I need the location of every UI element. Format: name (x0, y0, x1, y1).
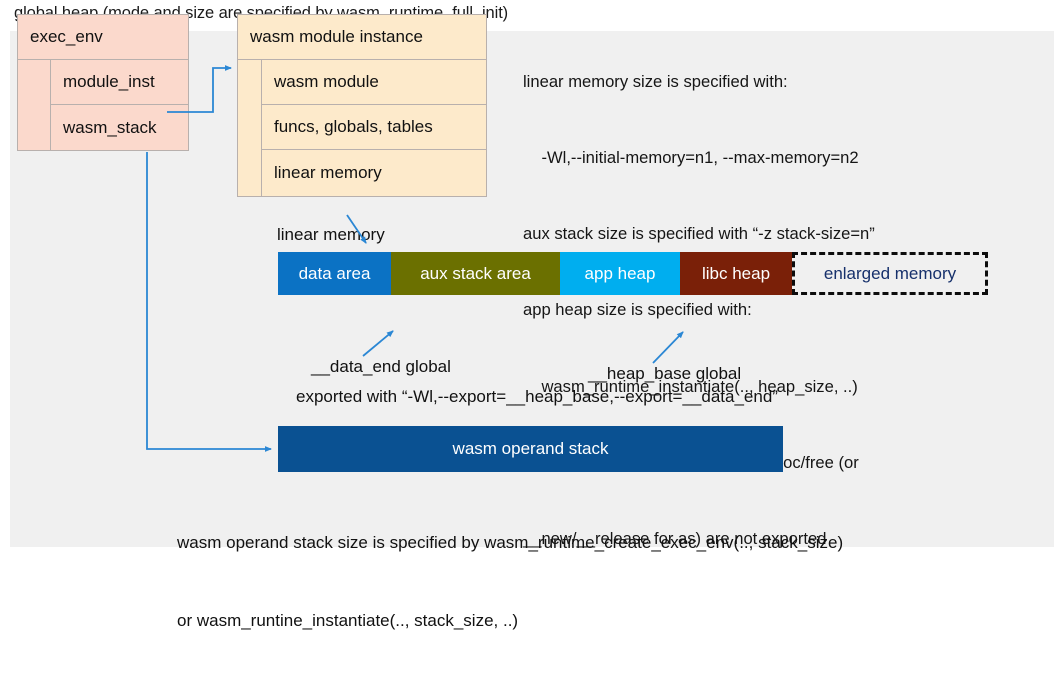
note-line: -Wl,--initial-memory=n1, --max-memory=n2 (523, 148, 859, 168)
note-line: aux stack size is specified with “-z sta… (523, 224, 875, 244)
memory-segment-app-heap: app heap (560, 252, 680, 295)
module-instance-header: wasm module instance (238, 15, 486, 60)
module-instance-fields: wasm module funcs, globals, tables linea… (238, 60, 486, 197)
memory-segment-aux-stack-area: aux stack area (391, 252, 560, 295)
note-line: wasm_runtime_instantiate(.., heap_size, … (523, 376, 858, 396)
operand-stack-note-line: or wasm_runtine_instantiate(.., stack_si… (177, 611, 519, 630)
operand-stack-notes: wasm operand stack size is specified by … (177, 478, 843, 686)
exec-env-field-wasm-stack: wasm_stack (63, 117, 157, 137)
annotation-heap-base: __heap_base global (588, 364, 742, 383)
operand-stack-note-line: wasm operand stack size is specified by … (177, 533, 844, 552)
wasm-operand-stack-box: wasm operand stack (278, 426, 783, 472)
memory-segment-libc-heap: libc heap (680, 252, 792, 295)
module-instance-field-linear-memory: linear memory (274, 162, 382, 182)
diagram-root: global heap (mode and size are specified… (10, 4, 1054, 630)
memory-segment-enlarged-memory: enlarged memory (792, 252, 988, 295)
wasm-module-instance-box: wasm module instance wasm module funcs, … (237, 14, 487, 197)
exec-env-field-module-inst: module_inst (51, 60, 188, 105)
linear-memory-label: linear memory (277, 225, 385, 244)
module-instance-gutter (238, 60, 262, 197)
exec-env-header: exec_env (18, 15, 188, 60)
note-line: app heap size is specified with: (523, 300, 752, 320)
note-line: linear memory size is specified with: (523, 71, 788, 91)
annotation-data-end: __data_end global (311, 357, 451, 376)
memory-segment-data-area: data area (278, 252, 391, 295)
exec-env-fields: module_inst wasm_stack (18, 60, 188, 151)
exec-env-box: exec_env module_inst wasm_stack (17, 14, 189, 151)
module-instance-field-wasm-module: wasm module (262, 60, 486, 105)
exec-env-gutter (18, 60, 51, 151)
note-line: __new/__release for as) are not exported (523, 529, 827, 549)
memory-config-notes: linear memory size is specified with: -W… (523, 18, 875, 602)
module-instance-field-funcs-globals-tables: funcs, globals, tables (262, 105, 486, 150)
linear-memory-bar: data area aux stack area app heap libc h… (278, 252, 988, 295)
annotation-exported-with: exported with “-Wl,--export=__heap_base,… (296, 387, 778, 406)
